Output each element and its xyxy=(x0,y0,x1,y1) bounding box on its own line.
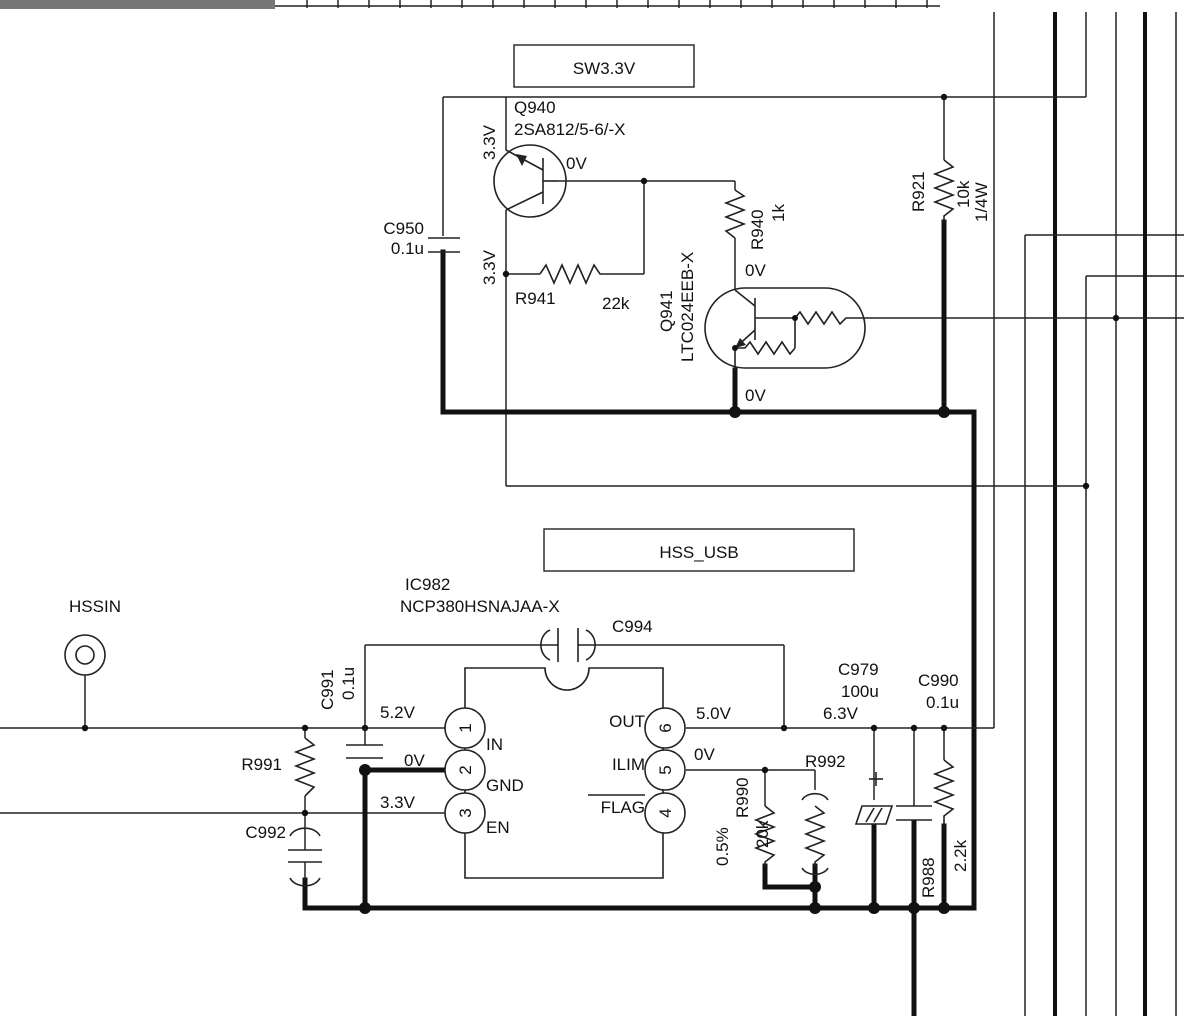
q940-base-voltage: 3.3V xyxy=(480,249,499,285)
c991-capacitor xyxy=(346,728,383,759)
q941-collector-voltage: 0V xyxy=(745,261,766,280)
ic982-pin-2-num: 2 xyxy=(456,765,475,774)
r990-ref: R990 xyxy=(733,777,752,818)
ic982-pin-4: 4 xyxy=(644,792,686,834)
hss-wires xyxy=(0,644,994,826)
r921-ref: R921 xyxy=(909,171,928,212)
hss-usb-net-text: HSS_USB xyxy=(659,543,738,562)
page-tab-strip xyxy=(0,0,275,9)
q941-part: LTC024EEB-X xyxy=(678,252,697,362)
ic982-pin-out-name: OUT xyxy=(609,712,645,731)
c990-ref: C990 xyxy=(918,671,959,690)
ic982-pin-1: 1 xyxy=(444,707,486,749)
ic982-pin-ilim-name: ILIM xyxy=(612,755,645,774)
c950-capacitor xyxy=(428,237,460,253)
r941-ref: R941 xyxy=(515,289,556,308)
r921-resistor xyxy=(932,159,956,222)
c990-value: 0.1u xyxy=(926,693,959,712)
ic982-gnd-voltage: 0V xyxy=(404,751,425,770)
ic982-in-voltage: 5.2V xyxy=(380,703,416,722)
ic982-en-voltage: 3.3V xyxy=(380,793,416,812)
ground-path-top xyxy=(440,219,977,911)
r992-resistor xyxy=(801,792,829,876)
q940-transistor xyxy=(493,144,567,218)
c979-capacitor xyxy=(854,772,894,825)
c992-capacitor xyxy=(288,826,322,887)
hssin-connector xyxy=(64,634,106,728)
ic982-pin-flag-name: FLAG xyxy=(601,798,645,817)
ground-path-bottom xyxy=(302,767,977,1016)
ic982-pin-in-name: IN xyxy=(486,735,503,754)
r940-ref: R940 xyxy=(748,209,767,250)
ic982-pin-en-name: EN xyxy=(486,818,510,837)
c979-ref: C979 xyxy=(838,660,879,679)
r940-value: 1k xyxy=(769,204,788,222)
ic982-pin-6-num: 6 xyxy=(656,723,675,732)
r941-value: 22k xyxy=(602,294,630,313)
q941-junctions xyxy=(732,315,798,351)
c992-ref: C992 xyxy=(245,823,286,842)
ic982-pin-3: 3 xyxy=(444,792,486,834)
r990-resistor xyxy=(753,805,777,866)
r921-value: 10k xyxy=(954,180,973,208)
ic982-pin-2: 2 xyxy=(444,749,486,791)
sw33-wires xyxy=(442,12,1184,487)
ic982-body xyxy=(464,667,664,879)
r990-tolerance: 0.5% xyxy=(713,827,732,866)
c991-value: 0.1u xyxy=(339,667,358,700)
q941-ref: Q941 xyxy=(657,290,676,332)
r992-ref: R992 xyxy=(805,752,846,771)
c994-capacitor xyxy=(536,628,600,662)
ic982-pin-1-num: 1 xyxy=(456,723,475,732)
ic982-ilim-voltage: 0V xyxy=(694,745,715,764)
r988-resistor xyxy=(932,759,956,826)
q940-collector-voltage: 0V xyxy=(566,154,587,173)
c979-voltage: 6.3V xyxy=(823,704,859,723)
sw33-net-text: SW3.3V xyxy=(573,59,636,78)
ground-junctions-bottom xyxy=(359,764,950,914)
ic982-ref: IC982 xyxy=(405,575,450,594)
q940-emitter-voltage: 3.3V xyxy=(480,124,499,160)
r991-resistor xyxy=(293,737,317,797)
r941-resistor xyxy=(539,263,604,285)
ic982-pin-3-num: 3 xyxy=(456,808,475,817)
r988-value: 2.2k xyxy=(951,839,970,872)
q941-emitter-voltage: 0V xyxy=(745,386,766,405)
r940-resistor xyxy=(723,189,747,239)
c994-ref: C994 xyxy=(612,617,653,636)
ic982-pin-4-num: 4 xyxy=(656,808,675,817)
c950-ref: C950 xyxy=(383,219,424,238)
ic982-part: NCP380HSNAJAA-X xyxy=(400,597,560,616)
ic982-out-voltage: 5.0V xyxy=(696,704,732,723)
ic982-pin-5-num: 5 xyxy=(656,765,675,774)
q941-transistor xyxy=(704,287,866,370)
c990-capacitor xyxy=(896,790,932,821)
r921-power: 1/4W xyxy=(972,182,991,222)
ic982-pin-5: 5 xyxy=(644,749,686,791)
c991-ref: C991 xyxy=(318,669,337,710)
ic982-pin-6: 6 xyxy=(644,707,686,749)
right-bus xyxy=(993,12,1184,1016)
ic982-pin-gnd-name: GND xyxy=(486,776,524,795)
top-ruler xyxy=(275,0,940,8)
hssin-label: HSSIN xyxy=(69,597,121,616)
c979-value: 100u xyxy=(841,682,879,701)
r991-ref: R991 xyxy=(241,755,282,774)
hss-usb-net-label xyxy=(543,528,855,572)
q940-part: 2SA812/5-6/-X xyxy=(514,120,626,139)
q940-ref: Q940 xyxy=(514,98,556,117)
sw33-junctions xyxy=(502,93,1120,490)
sw33-net-label xyxy=(513,44,695,88)
ground-junctions-top xyxy=(729,406,950,418)
c950-value: 0.1u xyxy=(391,239,424,258)
r988-ref: R988 xyxy=(919,857,938,898)
r990-value: 20k xyxy=(753,820,772,848)
